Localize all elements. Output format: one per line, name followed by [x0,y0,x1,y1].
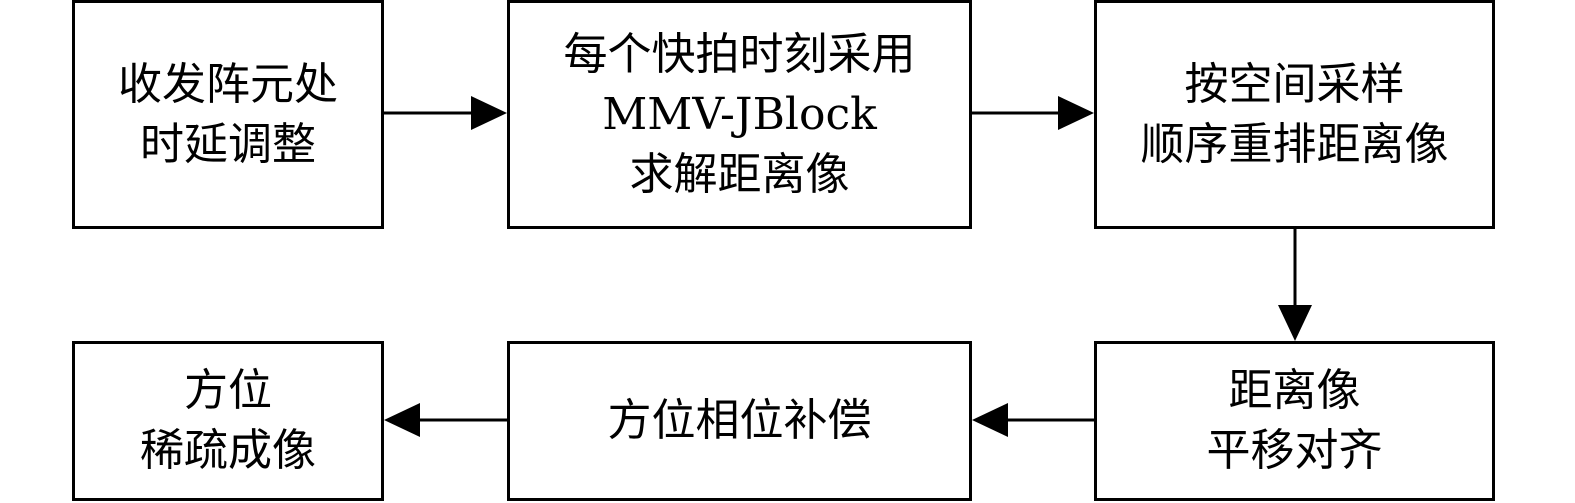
node-delay-adjust: 收发阵元处 时延调整 [72,0,384,229]
node-reorder-range-profiles: 按空间采样 顺序重排距离像 [1094,0,1495,229]
node-range-alignment: 距离像 平移对齐 [1094,341,1495,501]
arrow-n1-n2-head [471,96,507,130]
node-azimuth-sparse-imaging: 方位 稀疏成像 [72,341,384,501]
node-reorder-range-profiles-line-2: 顺序重排距离像 [1140,118,1449,170]
arrow-n2-n3-head [1058,96,1094,130]
node-delay-adjust-line-1: 收发阵元处 [118,58,338,110]
arrow-n5-n6-head [384,403,420,437]
node-range-alignment-line-1: 距离像 [1228,365,1361,416]
node-range-alignment-line-2: 平移对齐 [1206,425,1383,476]
node-mmv-jblock-solve: 每个快拍时刻采用 MMV-JBlock 求解距离像 [507,0,972,229]
node-azimuth-phase-compensation: 方位相位补偿 [507,341,972,501]
arrow-n4-n5-head [972,403,1008,437]
node-reorder-range-profiles-line-1: 按空间采样 [1184,58,1405,110]
node-delay-adjust-line-2: 时延调整 [140,118,316,170]
node-azimuth-sparse-imaging-line-2: 稀疏成像 [140,425,316,476]
node-azimuth-phase-compensation-line-1: 方位相位补偿 [607,395,872,446]
node-azimuth-sparse-imaging-line-1: 方位 [184,365,272,416]
arrow-n3-n4-head [1278,305,1312,341]
node-mmv-jblock-solve-line-1: 每个快拍时刻采用 [563,28,916,80]
node-mmv-jblock-solve-line-2: MMV-JBlock [602,88,877,140]
node-mmv-jblock-solve-line-3: 求解距离像 [629,148,850,200]
